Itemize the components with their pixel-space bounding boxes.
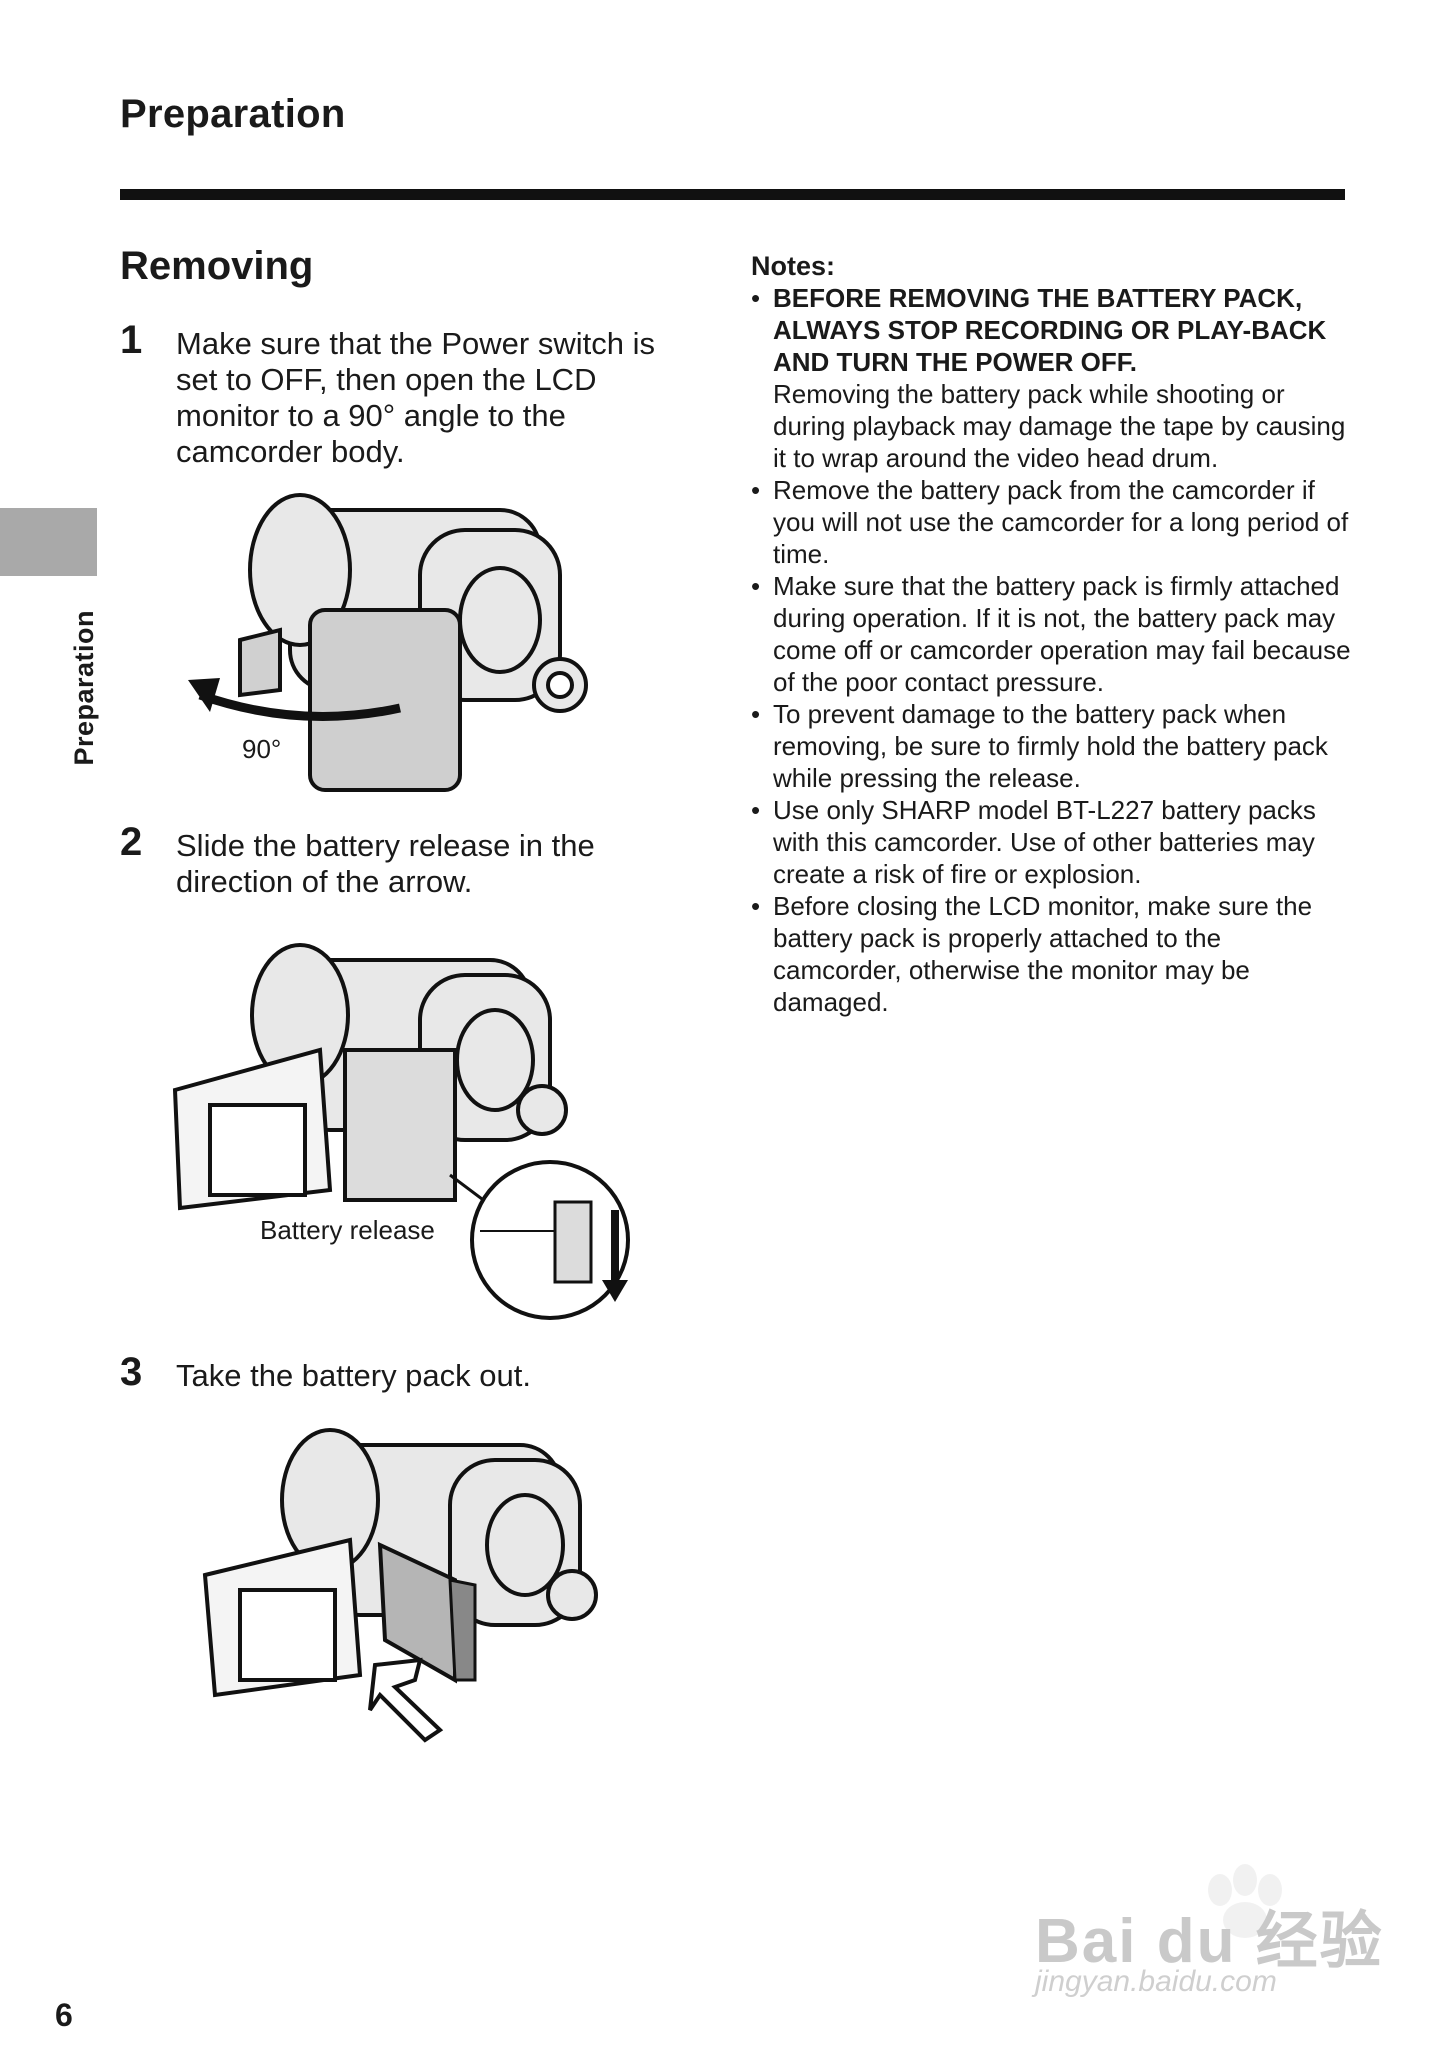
watermark-paw-icon — [1030, 1860, 1370, 2030]
side-tab — [0, 508, 97, 576]
step-2-number: 2 — [120, 820, 143, 864]
page-number: 6 — [55, 1997, 73, 2033]
note-item: • To prevent damage to the battery pack … — [751, 698, 1351, 794]
note-item: • Before closing the LCD monitor, make s… — [751, 890, 1351, 1018]
figure-lcd-open — [180, 490, 620, 800]
notes-block: Notes: • BEFORE REMOVING THE BATTERY PAC… — [751, 250, 1351, 1018]
note-text: Before closing the LCD monitor, make sur… — [773, 891, 1313, 1017]
step-1-text: Make sure that the Power switch is set t… — [176, 326, 655, 469]
bullet-icon: • — [751, 475, 761, 505]
step-3-text: Take the battery pack out. — [176, 1358, 531, 1393]
title-rule — [120, 189, 1345, 200]
side-tab-label: Preparation — [69, 610, 99, 766]
bullet-icon: • — [751, 891, 761, 921]
note-item: • Remove the battery pack from the camco… — [751, 474, 1351, 570]
note-text: Removing the battery pack while shooting… — [773, 379, 1346, 473]
note-text: Use only SHARP model BT-L227 battery pac… — [773, 795, 1316, 889]
watermark-brand: Bai du 经验 — [1035, 1907, 1384, 1976]
notes-heading: Notes: — [751, 251, 836, 281]
section-heading: Removing — [120, 244, 314, 288]
figure-battery-removed — [200, 1425, 630, 1755]
note-text: Remove the battery pack from the camcord… — [773, 475, 1349, 569]
step-1-number: 1 — [120, 318, 143, 362]
step-3-number: 3 — [120, 1350, 143, 1394]
bullet-icon: • — [751, 283, 761, 313]
figure-1-angle-label: 90° — [242, 734, 282, 764]
figure-2-battery-release-label: Battery release — [260, 1215, 435, 1245]
page-title: Preparation — [120, 92, 346, 136]
note-warning: BEFORE REMOVING THE BATTERY PACK, ALWAYS… — [773, 283, 1327, 377]
note-item: • Use only SHARP model BT-L227 battery p… — [751, 794, 1351, 890]
note-item: • Make sure that the battery pack is fir… — [751, 570, 1351, 698]
figure-battery-release — [170, 940, 650, 1340]
note-item: • BEFORE REMOVING THE BATTERY PACK, ALWA… — [751, 282, 1351, 474]
step-2-text: Slide the battery release in the directi… — [176, 828, 595, 899]
note-text: Make sure that the battery pack is firml… — [773, 571, 1351, 697]
bullet-icon: • — [751, 699, 761, 729]
bullet-icon: • — [751, 795, 761, 825]
watermark-url: jingyan.baidu.com — [1035, 1965, 1277, 1998]
note-text: To prevent damage to the battery pack wh… — [773, 699, 1328, 793]
notes-list: • BEFORE REMOVING THE BATTERY PACK, ALWA… — [751, 282, 1351, 1018]
bullet-icon: • — [751, 571, 761, 601]
